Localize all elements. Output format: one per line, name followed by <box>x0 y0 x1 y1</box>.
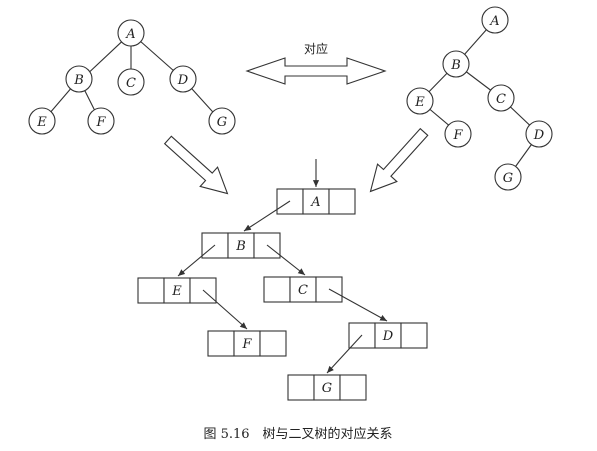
node-label: G <box>503 171 513 186</box>
binary-node-c: C <box>487 84 515 112</box>
binary-node-e: E <box>406 87 434 115</box>
tree-node-f: F <box>87 107 115 135</box>
linked-node-b: B <box>201 232 281 259</box>
pointer-b-c <box>266 244 306 276</box>
pointer-c-d <box>328 288 388 322</box>
node-label: C <box>126 76 136 91</box>
figure-caption: 图 5.16 树与二叉树的对应关系 <box>203 426 392 442</box>
node-label: E <box>414 95 425 110</box>
linked-node-f: F <box>207 330 287 357</box>
node-label: D <box>533 128 545 143</box>
tree-node-c: C <box>117 68 145 96</box>
right-hollow-arrow <box>369 127 429 193</box>
node-label: F <box>241 337 252 352</box>
linked-node-g: G <box>287 374 367 401</box>
tree-node-e: E <box>28 107 56 135</box>
linked-representation: A B E C F <box>137 159 428 401</box>
pointer-e-f <box>202 289 248 330</box>
node-label: C <box>496 92 506 107</box>
node-label: G <box>322 381 332 396</box>
tree-node-a: A <box>117 19 145 47</box>
node-label: D <box>177 73 189 88</box>
node-label: E <box>171 284 182 299</box>
tree-node-g: G <box>208 107 236 135</box>
linked-node-c: C <box>263 276 343 303</box>
binary-node-a: A <box>481 6 509 34</box>
binary-node-f: F <box>444 120 472 148</box>
correspondence-label: 对应 <box>304 41 328 56</box>
node-label: B <box>235 239 246 254</box>
general-tree: A B C D E F G <box>28 19 236 135</box>
pointer-d-g <box>326 334 363 374</box>
node-label: F <box>452 128 463 143</box>
node-label: F <box>95 115 106 130</box>
binary-node-b: B <box>442 50 470 78</box>
pointer-b-e <box>177 244 216 277</box>
left-hollow-arrow <box>163 135 229 195</box>
binary-node-g: G <box>494 163 522 191</box>
tree-node-d: D <box>169 65 197 93</box>
correspondence-arrow: 对应 <box>245 41 387 85</box>
node-label: G <box>217 115 227 130</box>
tree-node-b: B <box>65 65 93 93</box>
node-label: A <box>489 14 499 29</box>
node-label: B <box>450 58 461 73</box>
node-label: E <box>36 115 47 130</box>
node-label: C <box>298 283 308 298</box>
node-label: B <box>73 73 84 88</box>
node-label: D <box>382 329 394 344</box>
binary-node-d: D <box>525 120 553 148</box>
node-label: A <box>125 27 135 42</box>
linked-node-a: A <box>276 188 356 215</box>
binary-tree: A B C D E F G <box>406 6 553 191</box>
pointer-a-b <box>243 200 291 232</box>
linked-node-d: D <box>348 322 428 349</box>
node-label: A <box>310 195 320 210</box>
